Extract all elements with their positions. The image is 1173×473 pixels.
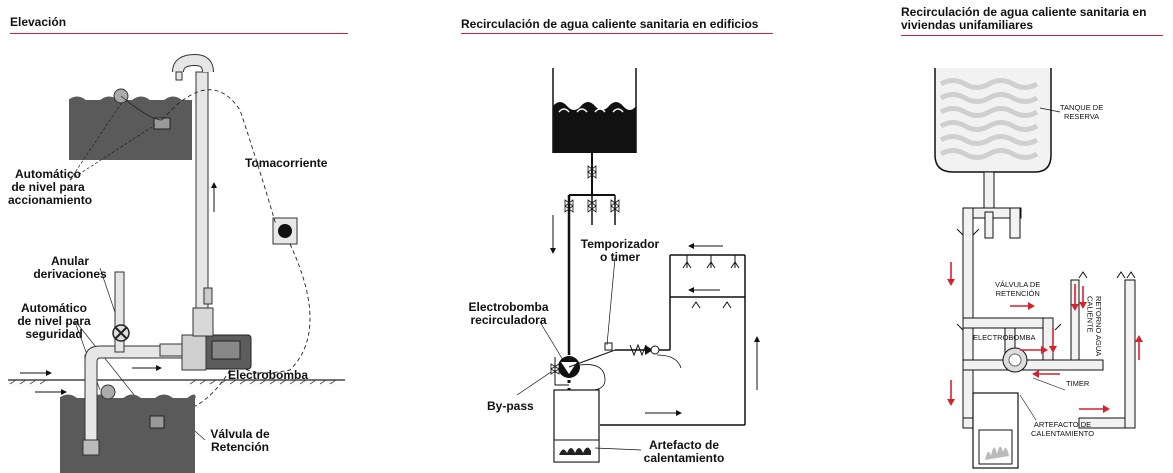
level-sensor-lower	[149, 415, 165, 429]
panel-title-edificios: Recirculación de agua caliente sanitaria…	[461, 17, 759, 31]
label-tanque-reserva: TANQUE DE RESERVA	[1060, 103, 1104, 121]
float-switch-lower	[100, 384, 116, 400]
label-artefacto-calentamiento: ARTEFACTO DE CALENTAMIENTO	[1031, 420, 1095, 438]
label-valvula-retencion: Válvula de Retención	[210, 427, 270, 454]
panel-elevacion: Elevación	[0, 0, 360, 473]
label-retorno-agua: RETORNO AGUA CALIENTE	[1085, 296, 1104, 357]
title-rule	[461, 33, 773, 34]
panel-edificios: Recirculación de agua caliente sanitaria…	[455, 0, 780, 473]
panel-viviendas: Recirculación de agua caliente sanitaria…	[895, 0, 1173, 473]
lower-tank	[60, 398, 195, 473]
timer-box	[604, 342, 613, 351]
label-electrobomba-recirculadora: Electrobomba recirculadora	[468, 300, 549, 327]
edificios-diagram	[516, 68, 760, 463]
label-anular-derivaciones: Anular derivaciones	[33, 254, 107, 281]
label-automatico-accionamiento: Automático de nivel para accionamiento	[8, 167, 93, 207]
title-rule	[10, 33, 348, 34]
label-electrobomba: ELECTROBOMBA	[973, 333, 1036, 342]
label-temporizador: Temporizador o timer	[580, 237, 660, 264]
label-electrobomba: Electrobomba	[228, 368, 309, 382]
level-sensor-upper	[153, 117, 171, 130]
label-artefacto: Artefacto de calentamiento	[643, 438, 725, 465]
label-automatico-seguridad: Automático de nivel para seguridad	[17, 301, 91, 341]
panel-title-viviendas: Recirculación de agua caliente sanitaria…	[901, 5, 1147, 32]
panel-title-elevacion: Elevación	[10, 15, 67, 29]
label-bypass: By-pass	[487, 399, 534, 413]
viviendas-diagram	[934, 68, 1143, 469]
label-valvula-retencion: VÁLVULA DE RETENCIÓN	[995, 280, 1041, 298]
elevacion-diagram	[8, 53, 345, 473]
label-timer: TIMER	[1066, 379, 1090, 388]
upper-tank	[69, 100, 192, 160]
riser-pipe	[195, 71, 209, 323]
title-rule	[901, 35, 1163, 36]
label-tomacorriente: Tomacorriente	[245, 156, 328, 170]
